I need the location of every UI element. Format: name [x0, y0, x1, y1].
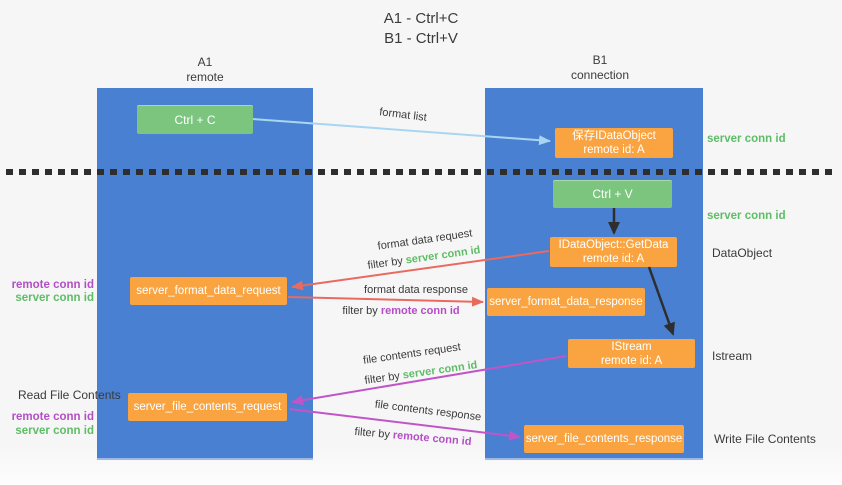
- node-idataobject-getdata: IDataObject::GetData remote id: A: [550, 237, 677, 267]
- label-server-conn-id-right-mid: server conn id: [707, 210, 786, 222]
- node-format-request-label: server_format_data_request: [136, 285, 281, 297]
- node-ctrl-v-label: Ctrl + V: [592, 187, 633, 201]
- node-server-format-data-response: server_format_data_response: [487, 288, 645, 316]
- label-remote-conn-id-left-top: remote conn id: [11, 279, 94, 291]
- node-save-idataobject: 保存IDataObject remote id: A: [555, 128, 673, 158]
- node-save-idataobject-line2: remote id: A: [583, 144, 645, 156]
- filter-by-text: filter by: [363, 370, 401, 387]
- label-file-contents-response: file contents response: [374, 398, 482, 424]
- label-server-conn-id-left-bottom: server conn id: [15, 425, 94, 437]
- label-server-conn-id-left-top: server conn id: [15, 292, 94, 304]
- title-line-2: B1 - Ctrl+V: [384, 30, 458, 47]
- column-header-b1: B1 connection: [530, 53, 670, 83]
- node-server-file-contents-request: server_file_contents_request: [128, 393, 287, 421]
- column-header-a1: A1 remote: [135, 55, 275, 85]
- arrow-format-data-response: [287, 296, 484, 307]
- page-title: A1 - Ctrl+C B1 - Ctrl+V: [0, 9, 842, 49]
- node-server-format-data-request: server_format_data_request: [130, 277, 287, 305]
- label-format-data-response: format data response: [364, 284, 468, 296]
- server-conn-id-text: server conn id: [401, 359, 479, 382]
- label-istream: Istream: [712, 349, 753, 363]
- label-format-list: format list: [378, 106, 428, 124]
- separator-dotted-line: [6, 169, 834, 175]
- node-getdata-line2: remote id: A: [582, 253, 645, 265]
- node-ctrl-c-label: Ctrl + C: [174, 112, 216, 127]
- node-file-request-label: server_file_contents_request: [133, 401, 282, 413]
- node-ctrl-c: Ctrl + C: [137, 105, 253, 134]
- node-istream-line2: remote id: A: [600, 354, 663, 367]
- label-dataobject: DataObject: [712, 246, 773, 260]
- node-file-response-label: server_file_contents_response: [525, 433, 683, 445]
- column-a1-name: A1: [197, 55, 213, 69]
- remote-conn-id-text: remote conn id: [380, 305, 460, 317]
- node-ctrl-v: Ctrl + V: [553, 180, 672, 208]
- node-format-response-label: server_format_data_response: [489, 296, 643, 308]
- node-getdata-line1: IDataObject::GetData: [558, 239, 669, 251]
- node-istream-line1: IStream: [611, 340, 652, 353]
- label-write-file-contents: Write File Contents: [714, 432, 816, 446]
- column-b1-subtitle: connection: [570, 68, 630, 82]
- node-istream: IStream remote id: A: [568, 339, 695, 368]
- column-a1-subtitle: remote: [186, 70, 224, 84]
- title-line-1: A1 - Ctrl+C: [383, 10, 459, 27]
- filter-by-text: filter by: [342, 305, 378, 317]
- node-server-file-contents-response: server_file_contents_response: [524, 425, 684, 453]
- filter-by-text: filter by: [354, 425, 391, 441]
- label-remote-conn-id-left-bottom: remote conn id: [11, 411, 94, 423]
- remote-conn-id-text: remote conn id: [392, 429, 472, 449]
- label-server-conn-id-right-top: server conn id: [707, 133, 786, 145]
- server-conn-id-text: server conn id: [404, 244, 482, 267]
- node-save-idataobject-line1: 保存IDataObject: [572, 130, 656, 142]
- filter-by-text: filter by: [366, 255, 404, 272]
- label-read-file-contents: Read File Contents: [18, 388, 121, 402]
- column-b1-name: B1: [592, 53, 608, 67]
